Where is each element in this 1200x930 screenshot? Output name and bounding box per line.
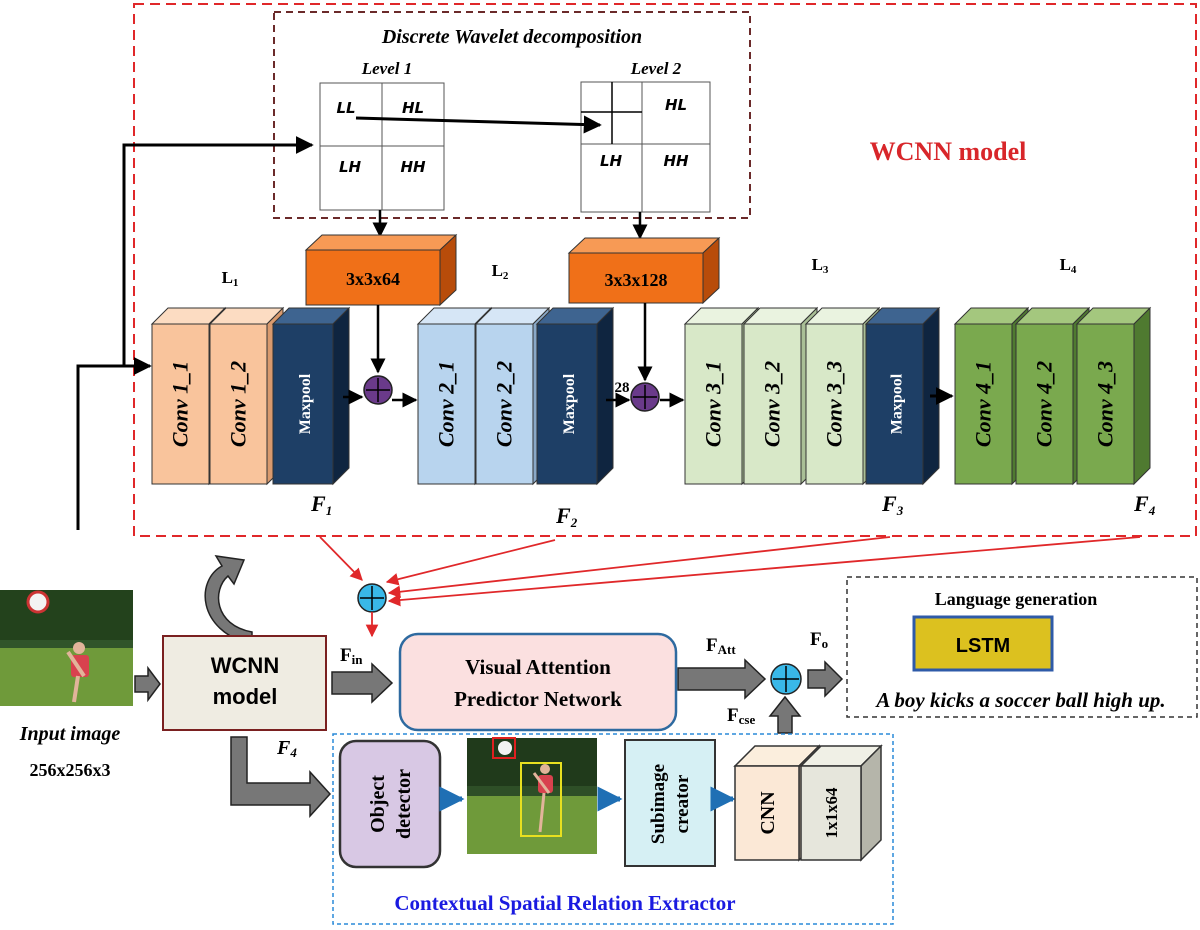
block-label-conv1-1: Conv 1_1 — [168, 361, 193, 447]
cnn-label: CNN — [757, 791, 779, 835]
dwt-frame — [273, 11, 751, 219]
lstm-block — [912, 615, 1054, 672]
block-label-pool3: Maxpool — [889, 373, 906, 434]
input-to-wcnn-arrow — [134, 665, 161, 703]
level1-label: Level 1 — [361, 59, 413, 78]
block-pool3: Maxpool — [864, 306, 941, 486]
kernel-box-128 — [567, 236, 721, 305]
fatt-label: FAtt — [706, 635, 736, 657]
csre-title: Contextual Spatial Relation Extractor — [394, 891, 735, 915]
feature-f4-label: F4 — [1133, 491, 1156, 518]
language-generation-frame — [846, 576, 1198, 718]
block-label-pool2: Maxpool — [561, 373, 578, 434]
attention-line2: Predictor Network — [454, 687, 622, 711]
wcnn-model-title: WCNN model — [870, 137, 1027, 166]
block-conv1-2: Conv 1_2 — [208, 306, 285, 486]
block-label-conv3-1: Conv 3_1 — [701, 361, 726, 447]
subimage-creator-line2: creator — [672, 774, 693, 833]
feature-output-label: 1x1x64 — [822, 787, 841, 839]
subimage-creator-block — [624, 739, 716, 867]
feature-fusion-node — [357, 583, 387, 613]
wcnn-to-detector-arrow — [230, 736, 332, 818]
level2-hh: HH — [663, 152, 689, 170]
layer-l3-label: L3 — [812, 255, 829, 276]
output-fusion-node — [770, 663, 802, 695]
feature-f3-label: F3 — [881, 491, 904, 518]
level1-grid — [319, 82, 445, 211]
f4-bottom-label: F4 — [276, 737, 297, 760]
ll-to-level2-arrow — [355, 115, 602, 134]
attention-line1: Visual Attention — [465, 655, 611, 679]
generated-caption: A boy kicks a soccer ball high up. — [874, 688, 1165, 712]
layer-l4-label: L4 — [1060, 255, 1077, 276]
wcnn-model-block — [162, 635, 327, 731]
feature-output-block — [799, 744, 883, 862]
f4-to-fusion-arrow — [387, 536, 1141, 607]
level1-hh: HH — [400, 158, 426, 176]
level1-hl: HL — [402, 99, 424, 117]
feature-f2-label: F2 — [555, 503, 578, 530]
lstm-label: LSTM — [956, 635, 1010, 657]
level2-grid — [580, 81, 711, 213]
level2-hl: HL — [665, 96, 687, 114]
kernel-box-64 — [304, 233, 458, 307]
object-detector-block — [338, 739, 442, 869]
f2-to-fusion-arrow — [385, 539, 556, 586]
block-label-conv2-2: Conv 2_2 — [492, 361, 517, 447]
layer-l2-label: L2 — [492, 261, 509, 282]
wcnn-block-line1: WCNN — [211, 653, 279, 678]
kernel-64-label: 3x3x64 — [346, 269, 400, 289]
input-to-dwt-arrow — [122, 136, 314, 366]
attention-to-fusion-arrow — [677, 658, 767, 700]
sum-node-1 — [363, 375, 393, 405]
input-image — [0, 590, 133, 706]
wcnn-block-line2: model — [213, 684, 278, 709]
input-to-conv-arrow — [76, 357, 152, 530]
detected-objects-image — [467, 737, 597, 854]
wcnn-model-frame — [133, 3, 1197, 537]
block-label-conv3-3: Conv 3_3 — [822, 361, 847, 447]
object-detector-line1: Object — [367, 775, 389, 833]
stray-28-label: 28 — [615, 380, 630, 396]
fin-label: Fin — [340, 645, 363, 667]
f3-to-fusion-arrow — [387, 536, 891, 599]
level1-ll: LL — [336, 99, 355, 117]
block-conv4-3: Conv 4_3 — [1075, 306, 1152, 486]
level2-label: Level 2 — [630, 59, 682, 78]
layer-l1-label: L1 — [222, 268, 239, 289]
csre-frame — [332, 733, 894, 925]
wcnn-loop-arrow — [204, 555, 253, 646]
kernel-128-label: 3x3x128 — [605, 270, 668, 290]
input-image-size: 256x256x3 — [30, 760, 111, 780]
cnn-blocks: Conv 1_1 Conv 1_2 Maxpool Conv 2_1 Conv 2_2 M… — [150, 306, 1152, 486]
block-label-pool1: Maxpool — [297, 373, 314, 434]
fusion-to-language-arrow — [807, 660, 844, 698]
fo-label: Fo — [810, 629, 828, 651]
block-label-conv1-2: Conv 1_2 — [226, 361, 251, 447]
block-label-conv4-3: Conv 4_3 — [1093, 361, 1118, 447]
block-label-conv4-2: Conv 4_2 — [1032, 361, 1057, 447]
language-generation-title: Language generation — [935, 589, 1098, 609]
block-label-conv2-1: Conv 2_1 — [434, 361, 459, 447]
block-label-conv4-1: Conv 4_1 — [971, 361, 996, 447]
f1-to-fusion-arrow — [319, 536, 363, 581]
visual-attention-block — [398, 632, 678, 732]
level1-lh: LH — [339, 158, 362, 176]
input-image-title: Input image — [19, 723, 121, 745]
sum-node-2 — [630, 382, 660, 412]
feature-f1-label: F1 — [310, 491, 332, 518]
subimage-creator-line1: Subimage — [648, 764, 669, 844]
block-label-conv3-2: Conv 3_2 — [760, 361, 785, 447]
fcse-label: Fcse — [727, 705, 755, 727]
level2-lh: LH — [600, 152, 623, 170]
block-pool2: Maxpool — [535, 306, 615, 486]
fcse-to-fusion-arrow — [768, 695, 802, 734]
block-pool1: Maxpool — [271, 306, 351, 486]
wcnn-to-attention-arrow — [331, 662, 394, 704]
object-detector-line2: detector — [393, 769, 415, 839]
dwt-title: Discrete Wavelet decomposition — [381, 26, 642, 48]
